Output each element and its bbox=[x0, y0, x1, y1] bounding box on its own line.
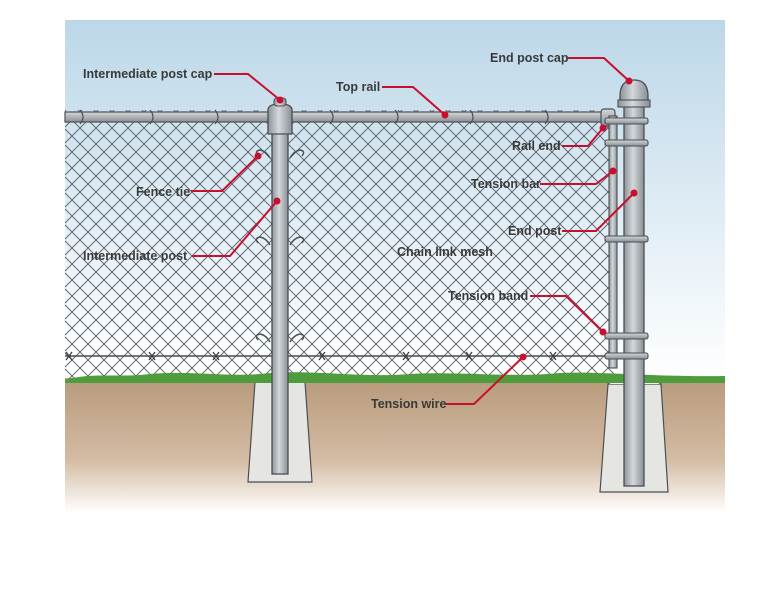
label-intermediate-post: Intermediate post bbox=[83, 249, 188, 263]
leader-top-rail bbox=[382, 86, 446, 116]
leader-end-post-cap bbox=[568, 57, 630, 82]
label-chain-link-mesh: Chain link mesh bbox=[397, 245, 493, 259]
leader-rail-end bbox=[562, 127, 604, 147]
leader-intermediate-post-cap bbox=[214, 73, 281, 101]
label-tension-bar: Tension bar bbox=[471, 177, 541, 191]
end-post bbox=[623, 99, 645, 487]
leader-fence-tie bbox=[191, 155, 259, 192]
label-tension-band: Tension band bbox=[448, 289, 528, 303]
leader-end-post bbox=[562, 192, 635, 232]
label-tension-wire: Tension wire bbox=[371, 397, 447, 411]
label-fence-tie: Fence tie bbox=[136, 185, 190, 199]
label-end-post: End post bbox=[508, 224, 562, 238]
leader-tension-band bbox=[530, 295, 604, 333]
top-rail bbox=[64, 111, 614, 123]
label-end-post-cap: End post cap bbox=[490, 51, 569, 65]
tension-wire-ties bbox=[65, 351, 557, 361]
label-rail-end: Rail end bbox=[512, 139, 561, 153]
leader-dots bbox=[254, 77, 638, 361]
leader-tension-bar bbox=[540, 170, 614, 185]
intermediate-post-cap bbox=[267, 103, 293, 135]
end-post-cap bbox=[619, 79, 649, 105]
leader-tension-wire bbox=[445, 356, 524, 405]
top-rail-ties bbox=[79, 109, 549, 125]
tension-bands bbox=[604, 117, 649, 360]
chain-link-mesh bbox=[65, 110, 615, 380]
label-top-rail: Top rail bbox=[336, 80, 380, 94]
label-intermediate-post-cap: Intermediate post cap bbox=[83, 67, 213, 81]
intermediate-post bbox=[271, 125, 289, 475]
leader-intermediate-post bbox=[192, 200, 278, 257]
grass bbox=[65, 372, 725, 383]
